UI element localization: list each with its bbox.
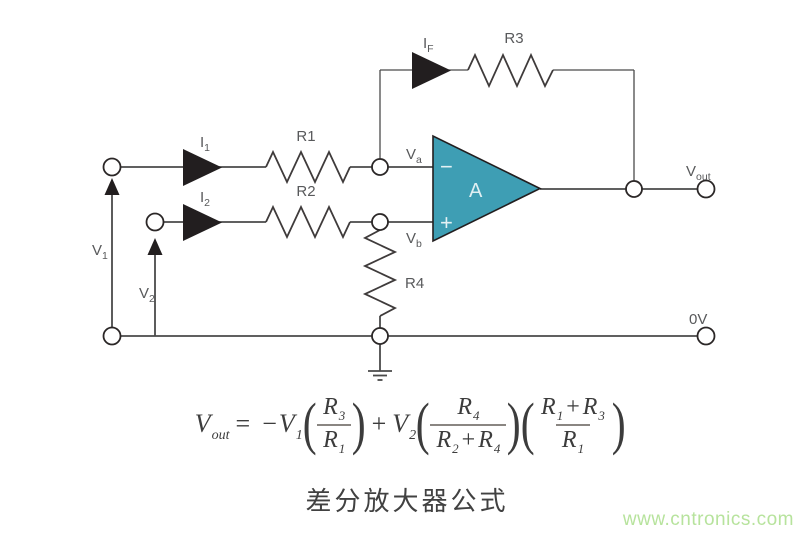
opamp-inverting-input-sign: −	[440, 154, 453, 179]
v1-arrowhead	[104, 178, 120, 195]
terminal-vout	[696, 179, 716, 199]
frac3-denominator: R1	[555, 424, 591, 455]
current-arrow-i1	[183, 149, 222, 186]
terminal-0v	[696, 326, 716, 346]
label-r1: R1	[296, 128, 315, 145]
label-v2: V2	[139, 285, 155, 305]
paren-open-1: (	[302, 391, 317, 456]
formula-fraction-2: R4 R2+R4	[430, 394, 507, 455]
formula-fraction-3: R1+R3 R1	[535, 394, 611, 455]
label-0v: 0V	[689, 311, 707, 328]
circuit-schematic: A − + I1 I2 IF R1 R2	[92, 30, 716, 381]
formula-vout: Vout	[194, 409, 230, 443]
paren-close-3: )	[611, 391, 626, 456]
frac3-numerator: R1+R3	[541, 394, 605, 423]
frac2-denominator: R2+R4	[430, 424, 507, 455]
watermark: www.cntronics.com	[622, 509, 794, 530]
gain-formula: Vout = − V1 ( R3 R1 ) + V2 ( R4 R2+R4 ) …	[190, 388, 630, 460]
resistor-r2	[265, 204, 351, 240]
node-output-feedback	[625, 180, 643, 198]
label-i2: I2	[200, 189, 210, 209]
label-va: Va	[406, 146, 422, 166]
terminals	[102, 157, 716, 346]
terminal-bottom-left	[102, 326, 122, 346]
v2-arrowhead	[147, 238, 163, 255]
resistor-r3	[467, 52, 554, 89]
formula-equals: =	[235, 409, 251, 438]
formula-minus: −	[262, 409, 277, 438]
label-r2: R2	[296, 183, 315, 200]
resistors	[265, 52, 554, 317]
opamp-noninverting-input-sign: +	[440, 210, 453, 235]
label-r4: R4	[405, 275, 424, 292]
ground-symbol	[368, 370, 392, 381]
label-if: IF	[423, 35, 434, 55]
figure-caption: 差分放大器公式	[305, 487, 509, 517]
formula-plus: +	[371, 409, 387, 438]
resistor-r1	[265, 149, 351, 185]
terminal-input1	[102, 157, 122, 177]
labels: I1 I2 IF R1 R2 R3 R4 Va Vb V1 V2 Vout 0V	[92, 30, 711, 328]
label-r3: R3	[504, 30, 523, 47]
opamp: A − +	[432, 134, 542, 243]
node-vb	[371, 213, 389, 231]
resistor-r4	[362, 229, 398, 317]
formula-v2: V2	[392, 409, 417, 443]
paren-open-2: (	[415, 391, 430, 456]
label-i1: I1	[200, 134, 210, 154]
node-ground	[371, 327, 389, 345]
node-va	[371, 158, 389, 176]
current-arrow-if	[412, 52, 451, 89]
formula-v1: V1	[278, 409, 303, 443]
label-vb: Vb	[406, 230, 422, 250]
formula-fraction-1: R3 R1	[317, 394, 352, 455]
paren-close-1: )	[351, 391, 366, 456]
frac1-numerator: R3	[323, 394, 346, 423]
frac1-denominator: R1	[317, 424, 352, 455]
terminal-input2	[145, 212, 165, 232]
paren-close-2: )	[507, 391, 521, 456]
paren-open-3: (	[520, 391, 535, 456]
label-v1: V1	[92, 242, 108, 262]
opamp-triangle	[432, 134, 542, 243]
current-arrow-i2	[183, 204, 222, 241]
opamp-gain-label: A	[469, 180, 483, 202]
frac2-numerator: R4	[457, 394, 480, 423]
arrows	[104, 52, 451, 255]
label-vout: Vout	[686, 163, 711, 183]
wires	[111, 69, 698, 371]
